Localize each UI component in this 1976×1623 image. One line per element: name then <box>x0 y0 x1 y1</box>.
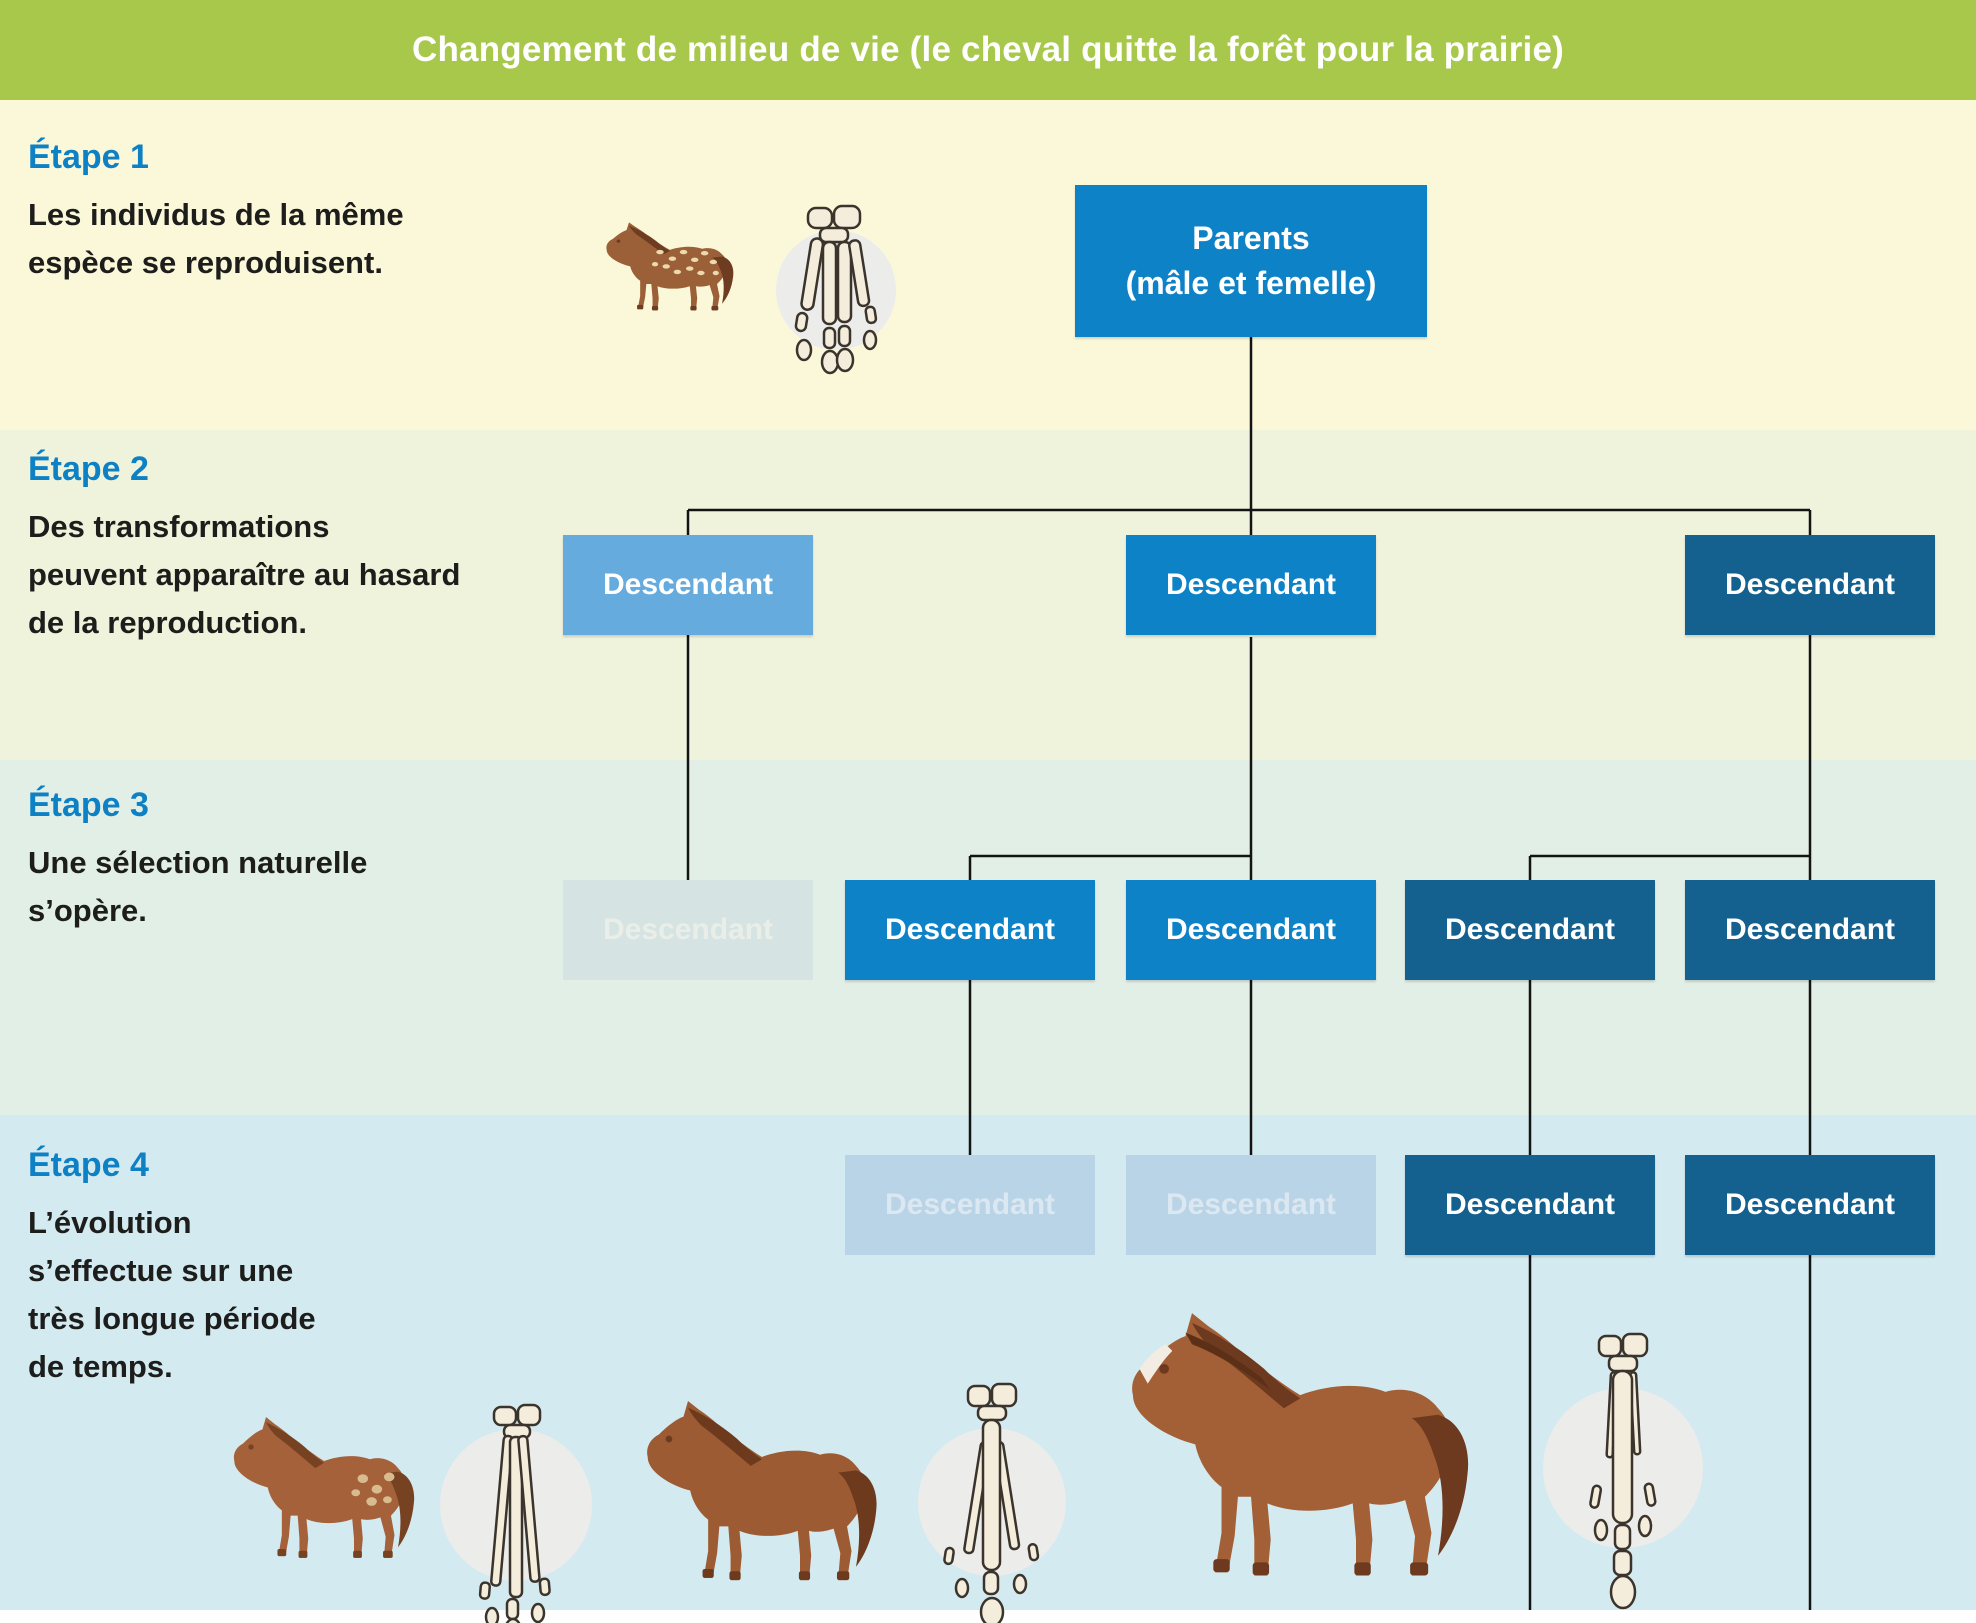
descendant-box-label: Descendant <box>884 913 1056 946</box>
descendant-box-label: Descendant <box>1444 1188 1616 1221</box>
large-modern-horse-illustration <box>1132 1313 1469 1576</box>
page-title: Changement de milieu de vie (le cheval q… <box>412 30 1564 69</box>
step1-band <box>0 100 1976 430</box>
descendant-box-label: Descendant <box>602 913 774 946</box>
descendant-box: Descendant <box>1405 1155 1655 1255</box>
medium-horse-illustration <box>647 1400 877 1581</box>
step1-label: Étape 1 <box>28 138 149 176</box>
descendant-box-label: Descendant <box>884 1188 1056 1221</box>
primitive-horse-illustration <box>606 222 734 311</box>
tree-connectors <box>686 337 1812 1610</box>
descendant-box: Descendant <box>563 880 813 980</box>
parents-label-line2: (mâle et femelle) <box>1125 265 1377 301</box>
step4-label: Étape 4 <box>28 1146 149 1184</box>
four-toed-foot-bones-illustration <box>776 204 896 375</box>
descendant-box-label: Descendant <box>1724 1188 1896 1221</box>
descendant-box: Descendant <box>845 880 1095 980</box>
descendant-box: Descendant <box>1685 1155 1935 1255</box>
title-bar: Changement de milieu de vie (le cheval q… <box>0 0 1976 100</box>
descendant-box-label: Descendant <box>1165 568 1337 601</box>
descendant-box: Descendant <box>845 1155 1095 1255</box>
descendant-box-label: Descendant <box>602 568 774 601</box>
descendant-box: Descendant <box>1685 535 1935 635</box>
descendant-box-label: Descendant <box>1444 913 1616 946</box>
descendant-box-label: Descendant <box>1165 913 1337 946</box>
three-toed-central-bones-illustration <box>918 1382 1066 1623</box>
descendant-box-label: Descendant <box>1724 913 1896 946</box>
parents-label-line1: Parents <box>1192 219 1310 256</box>
step2-label: Étape 2 <box>28 450 149 488</box>
descendant-box: Descendant <box>563 535 813 635</box>
step2-band <box>0 430 1976 760</box>
descendant-box: Descendant <box>1126 1155 1376 1255</box>
parents-box: Parents (mâle et femelle) <box>1075 185 1427 337</box>
small-spotted-horse-illustration <box>233 1417 415 1558</box>
descendant-box: Descendant <box>1126 880 1376 980</box>
descendant-box: Descendant <box>1126 535 1376 635</box>
descendant-box: Descendant <box>1685 880 1935 980</box>
three-slender-toed-bones-illustration <box>440 1403 592 1623</box>
descendant-box-label: Descendant <box>1165 1188 1337 1221</box>
descendant-box: Descendant <box>1405 880 1655 980</box>
single-hoof-bones-illustration <box>1543 1332 1703 1610</box>
descendant-box-label: Descendant <box>1724 568 1896 601</box>
step3-label: Étape 3 <box>28 786 149 824</box>
